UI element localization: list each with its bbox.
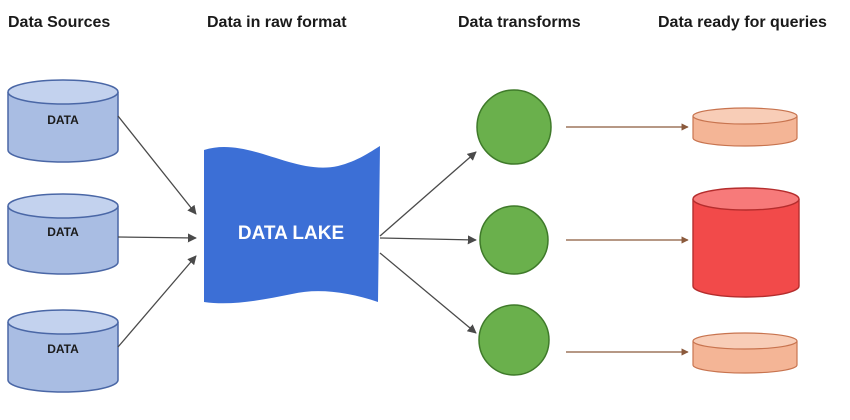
database-cylinder-icon: [692, 187, 800, 298]
database-cylinder-icon: [692, 332, 798, 374]
database-cylinder-icon: [7, 309, 119, 393]
database-cylinder-icon: [7, 193, 119, 275]
header-data-sources: Data Sources: [8, 14, 111, 31]
source-label: DATA: [47, 225, 79, 239]
target-database-1: [692, 107, 798, 147]
arrow-source-1-to-lake: [117, 115, 197, 215]
source-label: DATA: [47, 342, 79, 356]
database-cylinder-icon: [692, 107, 798, 147]
header-data-transforms: Data transforms: [458, 14, 581, 31]
header-data-ready: Data ready for queries: [658, 14, 827, 31]
transform-circle-icon: [476, 89, 552, 165]
arrow-source-2-to-lake: [117, 233, 197, 243]
source-database-2: DATA: [7, 193, 119, 275]
data-lake-banner-icon: [204, 146, 380, 304]
arrow-lake-to-transform-1: [379, 151, 477, 237]
transform-circle-icon: [478, 304, 550, 376]
arrow-lake-to-transform-3: [379, 252, 477, 334]
source-database-3: DATA: [7, 309, 119, 393]
target-database-3: [692, 332, 798, 374]
transform-circle-icon: [479, 205, 549, 275]
data-lake: DATA LAKE: [204, 146, 380, 304]
data-lake-label: DATA LAKE: [238, 223, 344, 244]
header-data-raw: Data in raw format: [207, 14, 347, 31]
database-cylinder-icon: [7, 79, 119, 163]
arrow-lake-to-transform-2: [379, 235, 477, 245]
source-label: DATA: [47, 113, 79, 127]
target-database-2: [692, 187, 800, 298]
arrow-source-3-to-lake: [117, 255, 197, 348]
source-database-1: DATA: [7, 79, 119, 163]
